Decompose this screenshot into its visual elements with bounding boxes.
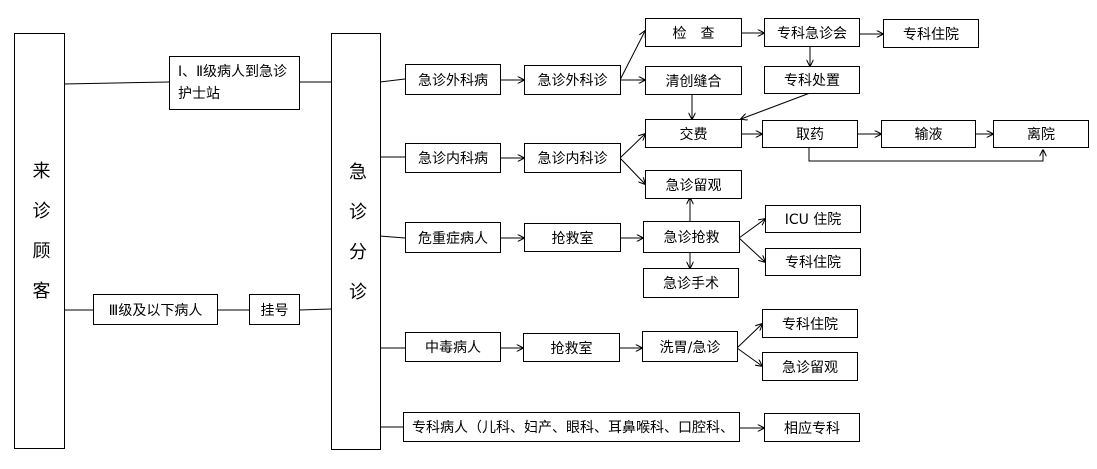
level12-nurse-station-box: Ⅰ、Ⅱ级病人到急诊护士站 [169,56,300,110]
discharge-box: 离院 [993,120,1089,148]
visitor-column: 来诊顾客 [14,33,65,449]
level3-patient-box: Ⅲ级及以下病人 [93,294,218,325]
internal-clinic-box: 急诊内科诊 [524,143,621,173]
debride-box: 清创缝合 [645,66,742,95]
observe-box: 急诊留观 [645,170,742,199]
poison-category-box: 中毒病人 [405,332,501,362]
emergency-surgery-box: 急诊手术 [643,268,739,298]
surgery-category-box: 急诊外科病 [405,64,501,95]
critical-category-box: 危重症病人 [405,222,501,253]
surgery-clinic-box: 急诊外科诊 [524,65,621,95]
specialty-category-box: 专科病人（儿科、妇产、眼科、耳鼻喉科、口腔科、 [403,412,740,442]
poison-rescue-room-box: 抢救室 [523,333,620,362]
infusion-box: 输液 [881,120,976,148]
critical-specialty-admit-box: 专科住院 [765,248,861,276]
surgery-admit-box: 专科住院 [883,19,979,48]
register-box: 挂号 [249,294,300,325]
triage-column: 急诊分诊 [331,33,381,450]
poison-specialty-admit-box: 专科住院 [762,309,858,338]
poison-observe-box: 急诊留观 [762,352,858,381]
critical-rescue-room-box: 抢救室 [524,223,621,252]
internal-category-box: 急诊内科病 [405,143,501,173]
icu-admit-box: ICU 住院 [765,205,861,233]
rescue-box: 急诊抢救 [643,221,740,253]
corresponding-specialty-box: 相应专科 [764,413,860,442]
specialty-handling-box: 专科处置 [764,66,860,94]
medicine-box: 取药 [762,120,858,148]
exam-box: 检 查 [645,18,742,47]
pay-box: 交费 [645,119,742,148]
specialty-consult-box: 专科急诊会 [764,18,860,47]
gastric-lavage-box: 洗胃/急诊 [642,331,738,362]
